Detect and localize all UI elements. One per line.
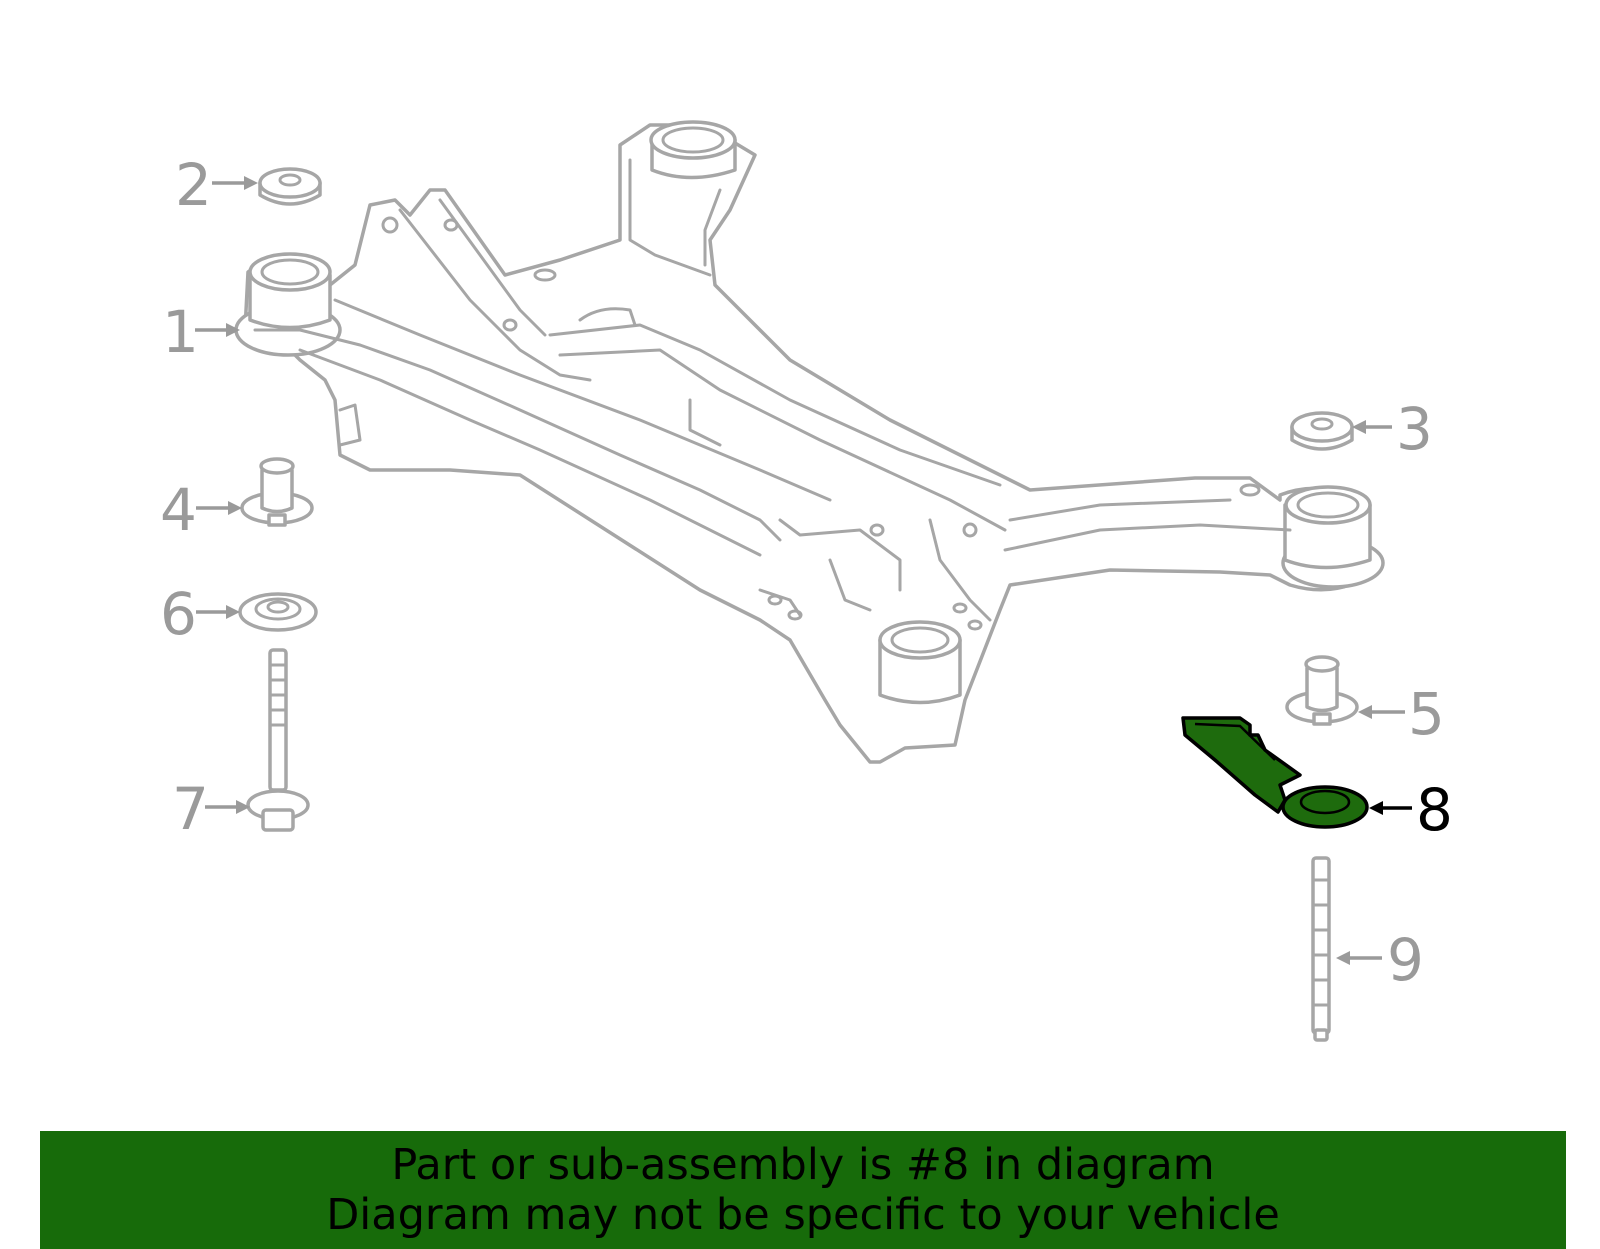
callout-3-label: 3 [1396,395,1433,463]
subframe-drawing [234,120,1385,764]
callout-7-label: 7 [172,775,209,843]
bushing-part-4 [240,457,314,527]
banner-line-2: Diagram may not be specific to your vehi… [326,1190,1280,1240]
banner-line-1: Part or sub-assembly is #8 in diagram [391,1140,1215,1190]
bushing-part-5 [1285,655,1359,726]
cushion-part-3 [1290,411,1354,451]
callout-layer: 1 2 3 4 5 6 7 8 9 [160,151,1453,994]
callout-5-label: 5 [1408,680,1445,748]
callout-4-label: 4 [160,476,197,544]
stud-part-9 [1311,856,1331,1042]
callout-9-label: 9 [1387,926,1424,994]
callout-8-label: 8 [1416,776,1453,844]
bracket-part-8-highlighted [1181,716,1369,829]
callout-2-label: 2 [175,151,212,219]
washer-part-6 [238,592,318,632]
callout-6-label: 6 [160,580,197,648]
bolt-part-7 [246,648,310,832]
callout-1-label: 1 [162,298,199,366]
info-banner: Part or sub-assembly is #8 in diagram Di… [40,1131,1566,1249]
cushion-part-2 [258,167,322,206]
